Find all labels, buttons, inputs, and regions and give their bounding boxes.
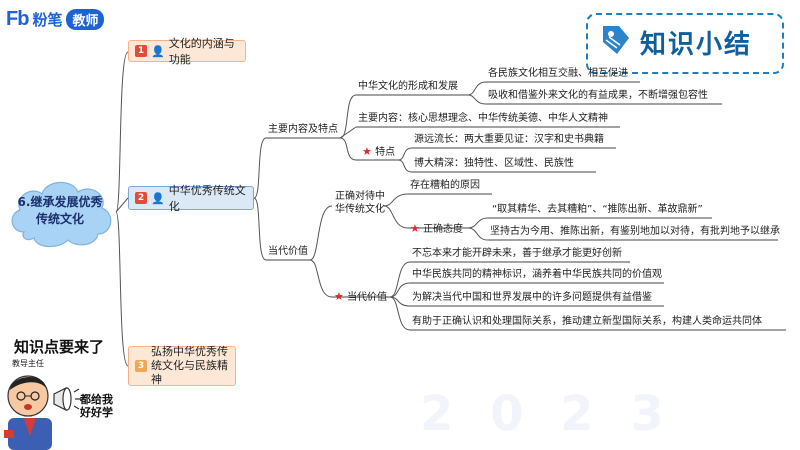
section-number: 2 xyxy=(135,192,147,204)
leaf-value-1: 不忘本来才能开辟未来，善于继承才能更好创新 xyxy=(412,248,622,259)
node-correct-attitude-label: 正确态度 xyxy=(423,224,464,235)
node-correct-attitude: ★ 正确态度 xyxy=(410,222,463,236)
leaf-value-4: 有助于正确认识和处理国际关系，推动建立新型国际关系，构建人类命运共同体 xyxy=(412,316,762,327)
branch-main-content: 主要内容及特点 xyxy=(268,124,338,135)
section-label: 文化的内涵与功能 xyxy=(168,37,235,66)
character-role: 教导主任 xyxy=(12,359,44,368)
root-topic: 6.继承发展优秀传统文化 xyxy=(17,195,103,226)
character-speech: 都给我好好学 xyxy=(80,393,120,419)
section-number: 1 xyxy=(135,45,147,57)
section-2[interactable]: 2 👤 中华优秀传统文化 xyxy=(128,184,254,213)
node-formation: 中华文化的形成和发展 xyxy=(358,81,458,92)
section-label: 弘扬中华优秀传统文化与民族精神 xyxy=(151,345,228,386)
node-features: ★ 特点 xyxy=(362,145,395,159)
leaf-features-1: 源远流长：两大重要见证：汉字和史书典籍 xyxy=(414,134,604,145)
person-icon: 👤 xyxy=(151,191,165,205)
star-icon: ★ xyxy=(410,222,420,235)
leaf-formation-2: 吸收和借鉴外来文化的有益成果，不断增强包容性 xyxy=(488,90,708,101)
leaf-value-3: 为解决当代中国和世界发展中的许多问题提供有益借鉴 xyxy=(412,292,652,303)
summary-badge-title: 知识小结 xyxy=(640,30,753,60)
teacher-avatar xyxy=(4,375,52,450)
brand-mark-icon: Fb xyxy=(6,7,29,30)
star-icon: ★ xyxy=(362,145,372,158)
leaf-value-2: 中华民族共同的精神标识，涵养着中华民族共同的价值观 xyxy=(412,269,662,280)
speech-text: 都给我好好学 xyxy=(80,393,113,419)
leaf-attitude-2: 坚持古为今用、推陈出新，有鉴别地加以对待，有批判地予以继承 xyxy=(490,226,780,237)
node-value-label: 当代价值 xyxy=(347,292,388,303)
brand-logo: Fb 粉笔 教师 xyxy=(6,7,105,30)
leaf-formation-1: 各民族文化相互交融、相互促进 xyxy=(488,68,628,79)
node-correct-treat: 正确对待中华传统文化 xyxy=(335,191,385,215)
leaf-dross-reason: 存在糟粕的原因 xyxy=(410,180,480,191)
node-core-content: 主要内容：核心思想理念、中华传统美德、中华人文精神 xyxy=(358,113,608,124)
section-number: 3 xyxy=(135,360,147,372)
tag-icon xyxy=(603,26,629,54)
node-value: ★ 当代价值 xyxy=(334,290,387,304)
leaf-features-2: 博大精深：独特性、区域性、民族性 xyxy=(414,158,574,169)
section-1[interactable]: 1 👤 文化的内涵与功能 xyxy=(128,37,246,66)
megaphone-icon xyxy=(53,387,81,411)
star-icon: ★ xyxy=(334,290,344,303)
root-cloud xyxy=(11,181,112,248)
brand-name: 粉笔 xyxy=(32,10,63,29)
person-icon: 👤 xyxy=(151,44,165,58)
section-3[interactable]: 3 弘扬中华优秀传统文化与民族精神 xyxy=(128,345,236,386)
branch-contemporary: 当代价值 xyxy=(268,246,308,257)
background-watermark: 2 0 2 3 xyxy=(420,386,674,442)
brand-tag: 教师 xyxy=(66,8,105,30)
node-features-label: 特点 xyxy=(375,147,396,158)
section-label: 中华优秀传统文化 xyxy=(168,184,246,213)
leaf-attitude-1: “取其精华、去其糟粕”、“推陈出新、革故鼎新” xyxy=(492,204,703,215)
knowledge-prompt: 知识点要来了 xyxy=(14,338,105,356)
